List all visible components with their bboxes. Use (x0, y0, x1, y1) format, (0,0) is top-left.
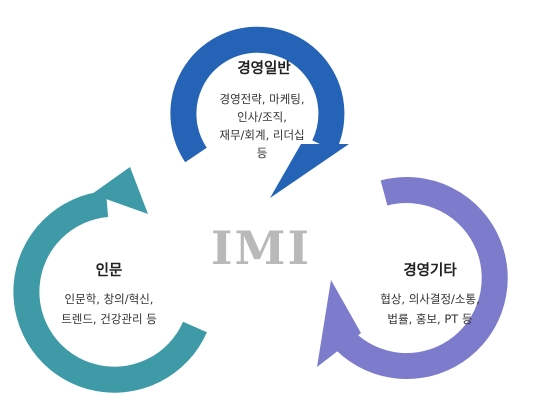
management-desc-line-2: 인사/조직, (237, 110, 287, 124)
other-desc-line-1: 협상, 의사결정/소통, (380, 292, 479, 306)
humanities-cycle-arrow (13, 167, 207, 393)
humanities-desc-line-1: 인문학, 창의/혁신, (65, 292, 154, 306)
management-cycle-arrow (170, 26, 349, 198)
management-title: 경영일반 (237, 59, 291, 77)
management-desc-line-4: 등 (257, 146, 268, 160)
management-arc (170, 26, 345, 163)
humanities-arc (13, 191, 207, 393)
management-desc-line-1: 경영전략, 마케팅, (219, 92, 304, 106)
humanities-desc-line-2: 트렌드, 건강관리 등 (61, 312, 157, 326)
other-title: 경영기타 (403, 261, 457, 279)
other-desc-line-2: 법률, 홍보, PT 등 (387, 312, 472, 326)
other-cycle-arrow (317, 177, 508, 380)
humanities-title: 인문 (96, 261, 123, 279)
imi-logo: IMI (211, 221, 311, 275)
management-arrowhead (270, 144, 349, 198)
humanities-arrowhead (92, 167, 148, 214)
other-arc (324, 177, 508, 380)
other-arrowhead (317, 280, 361, 367)
management-desc-line-3: 재무/회계, 리더십 (219, 128, 304, 142)
